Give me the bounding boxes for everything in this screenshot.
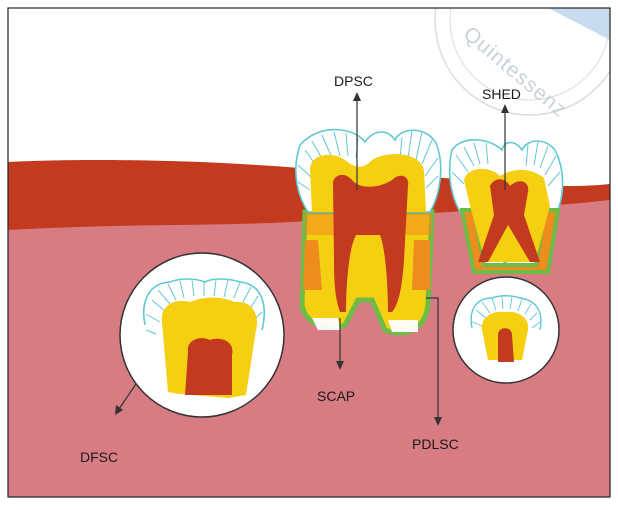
label-dfsc: DFSC <box>80 449 118 465</box>
label-shed: SHED <box>482 86 521 102</box>
label-scap: SCAP <box>317 388 355 404</box>
label-pdlsc: PDLSC <box>412 436 459 452</box>
tooth-germ-large <box>120 253 284 417</box>
molar-tooth <box>296 130 441 333</box>
tooth-germ-small <box>453 277 559 383</box>
label-dpsc: DPSC <box>334 73 373 89</box>
